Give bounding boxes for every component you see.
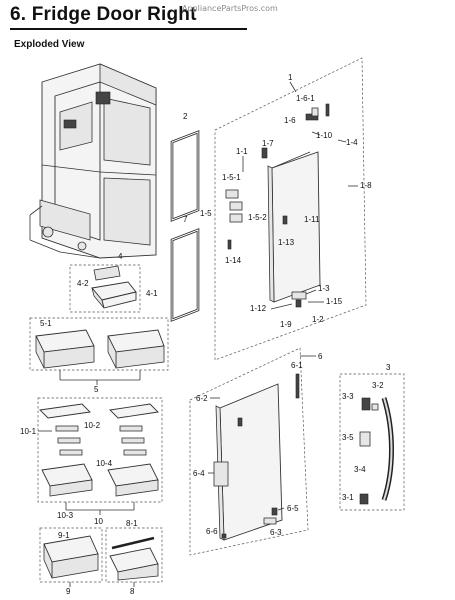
door-alignment-brackets bbox=[225, 147, 307, 308]
door-bin-right bbox=[107, 329, 165, 369]
assembly-5-boundary bbox=[29, 317, 169, 371]
assembly-9-boundary bbox=[39, 527, 103, 583]
assembly-6-boundary bbox=[189, 347, 309, 556]
callout-5-1: 5-1 bbox=[40, 319, 52, 328]
callout-10-3: 10-3 bbox=[57, 511, 74, 520]
bottom-bin-9 bbox=[43, 535, 99, 579]
callout-10-4: 10-4 bbox=[96, 459, 113, 468]
callout-1: 1 bbox=[288, 73, 293, 82]
callout-9: 9 bbox=[66, 587, 71, 596]
callout-1-5-2: 1-5-2 bbox=[248, 213, 267, 222]
callout-6-1: 6-1 bbox=[291, 361, 303, 370]
callout-1-10: 1-10 bbox=[316, 131, 333, 140]
callout-9-1: 9-1 bbox=[58, 531, 70, 540]
callout-1-6: 1-6 bbox=[284, 116, 296, 125]
callout-1-2: 1-2 bbox=[312, 315, 324, 324]
watermark: AppliancePartsPros.com bbox=[182, 4, 278, 13]
callout-3-5: 3-5 bbox=[342, 433, 354, 442]
callout-1-14: 1-14 bbox=[225, 256, 242, 265]
title-underline bbox=[10, 28, 247, 30]
assembly-10-boundary bbox=[37, 397, 163, 503]
callout-4-1: 4-1 bbox=[146, 289, 158, 298]
callout-6-6: 6-6 bbox=[206, 527, 218, 536]
lower-door-parts bbox=[213, 373, 300, 539]
door-guard bbox=[91, 265, 137, 309]
assembly-3-boundary bbox=[339, 373, 405, 511]
callout-1-3: 1-3 bbox=[318, 284, 330, 293]
callout-1-7: 1-7 bbox=[262, 139, 274, 148]
callout-1-15: 1-15 bbox=[326, 297, 343, 306]
tray-right bbox=[107, 403, 159, 497]
callout-3-4: 3-4 bbox=[354, 465, 366, 474]
callout-1-12: 1-12 bbox=[250, 304, 267, 313]
callout-8-1: 8-1 bbox=[126, 519, 138, 528]
callout-10-2: 10-2 bbox=[84, 421, 101, 430]
section-heading: Exploded View bbox=[14, 39, 85, 50]
upper-door-hinge bbox=[305, 103, 330, 121]
door-gasket-lower bbox=[170, 228, 200, 322]
callout-3-1: 3-1 bbox=[342, 493, 354, 502]
callout-1-6-1: 1-6-1 bbox=[296, 94, 315, 103]
bottom-bin-8 bbox=[109, 536, 159, 581]
assembly-4-boundary bbox=[69, 264, 141, 313]
callout-3: 3 bbox=[386, 363, 391, 372]
callout-6-3: 6-3 bbox=[270, 528, 282, 537]
callout-5: 5 bbox=[94, 385, 99, 394]
callout-10-1: 10-1 bbox=[20, 427, 37, 436]
refrigerator-cabinet bbox=[29, 63, 157, 259]
callout-8: 8 bbox=[130, 587, 135, 596]
callout-4-2: 4-2 bbox=[77, 279, 89, 288]
callout-6: 6 bbox=[318, 352, 323, 361]
callout-2: 2 bbox=[183, 112, 188, 121]
callout-6-5: 6-5 bbox=[287, 504, 299, 513]
callout-6-2: 6-2 bbox=[196, 394, 208, 403]
door-gasket-upper bbox=[170, 130, 200, 222]
callout-1-5-1: 1-5-1 bbox=[222, 173, 241, 182]
callout-1-13: 1-13 bbox=[278, 238, 295, 247]
door-handle bbox=[359, 397, 394, 505]
callout-4: 4 bbox=[118, 252, 123, 261]
upper-door-panel bbox=[267, 151, 321, 303]
assembly-1-boundary bbox=[214, 57, 367, 361]
callout-1-11: 1-11 bbox=[304, 215, 320, 224]
door-bin-left bbox=[35, 329, 95, 369]
callout-1-4: 1-4 bbox=[346, 138, 358, 147]
tray-left bbox=[39, 403, 93, 497]
callout-1-5: 1-5 bbox=[200, 209, 212, 218]
callout-1-1: 1-1 bbox=[236, 147, 248, 156]
callout-1-8: 1-8 bbox=[360, 181, 372, 190]
callout-3-3: 3-3 bbox=[342, 392, 354, 401]
assembly-8-boundary bbox=[105, 527, 163, 583]
callout-6-4: 6-4 bbox=[193, 469, 205, 478]
page-title: 6. Fridge Door Right bbox=[10, 4, 197, 25]
callout-3-2: 3-2 bbox=[372, 381, 384, 390]
callout-7: 7 bbox=[183, 215, 188, 224]
callout-1-9: 1-9 bbox=[280, 320, 292, 329]
callout-10: 10 bbox=[94, 517, 103, 526]
